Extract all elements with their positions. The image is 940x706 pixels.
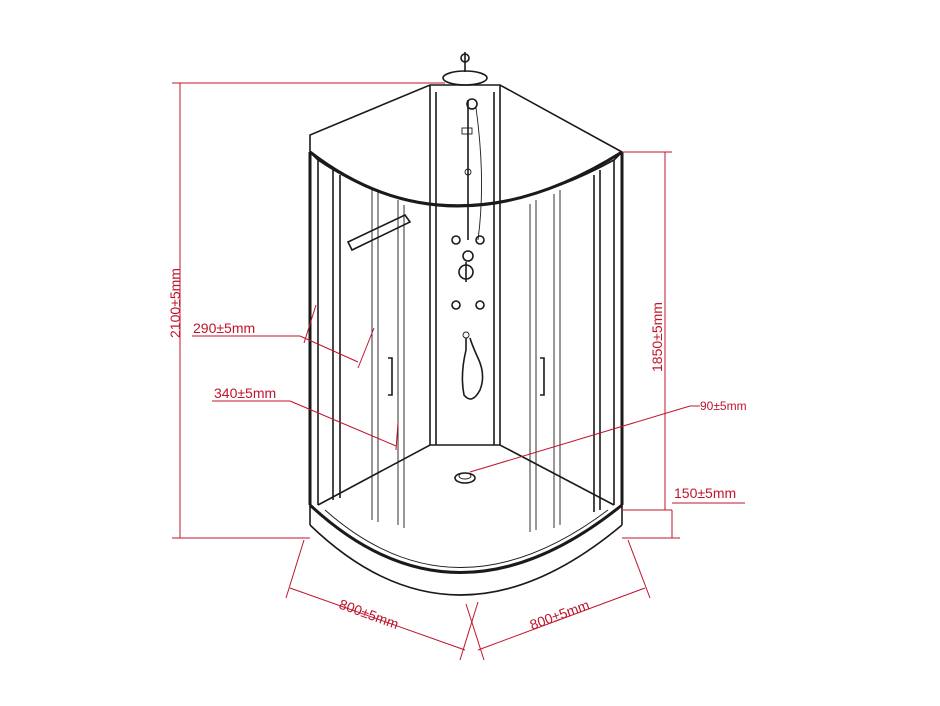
drain-icon	[454, 472, 476, 484]
top-frame-front-arc	[309, 150, 623, 208]
shower-cabin	[308, 52, 624, 596]
right-door-handle	[540, 357, 545, 396]
door-width-upper-label: 290±5mm	[193, 320, 255, 336]
width-left-line	[289, 587, 466, 651]
shelf	[346, 213, 412, 252]
body-jet-icon	[475, 300, 485, 310]
hand-shower-hose	[461, 337, 484, 400]
drain-label: 90±5mm	[700, 399, 747, 413]
left-door-handle	[388, 357, 393, 396]
door-width-lower-label: 340±5mm	[214, 385, 276, 401]
tray-height-label: 150±5mm	[674, 485, 736, 501]
tray-back-edge	[317, 444, 615, 506]
body-jet-icon	[475, 235, 485, 245]
total-height-label: 2100±5mm	[167, 268, 183, 338]
dimension-lines	[172, 82, 745, 661]
diverter-knob-icon	[462, 250, 474, 262]
width-right-line	[477, 587, 646, 651]
hand-shower-icon	[466, 98, 478, 110]
glass-height-label: 1850±5mm	[649, 302, 665, 372]
tray-front-arc	[308, 503, 623, 574]
rain-shower-head	[442, 70, 488, 86]
width-right-label: 800±5mm	[528, 597, 592, 633]
top-frame-inner-arc	[317, 159, 615, 206]
top-frame-back	[309, 84, 623, 153]
tray-base-arc	[309, 524, 623, 596]
width-left-label: 800±5mm	[337, 596, 401, 632]
body-jet-icon	[451, 300, 461, 310]
body-jet-icon	[451, 235, 461, 245]
